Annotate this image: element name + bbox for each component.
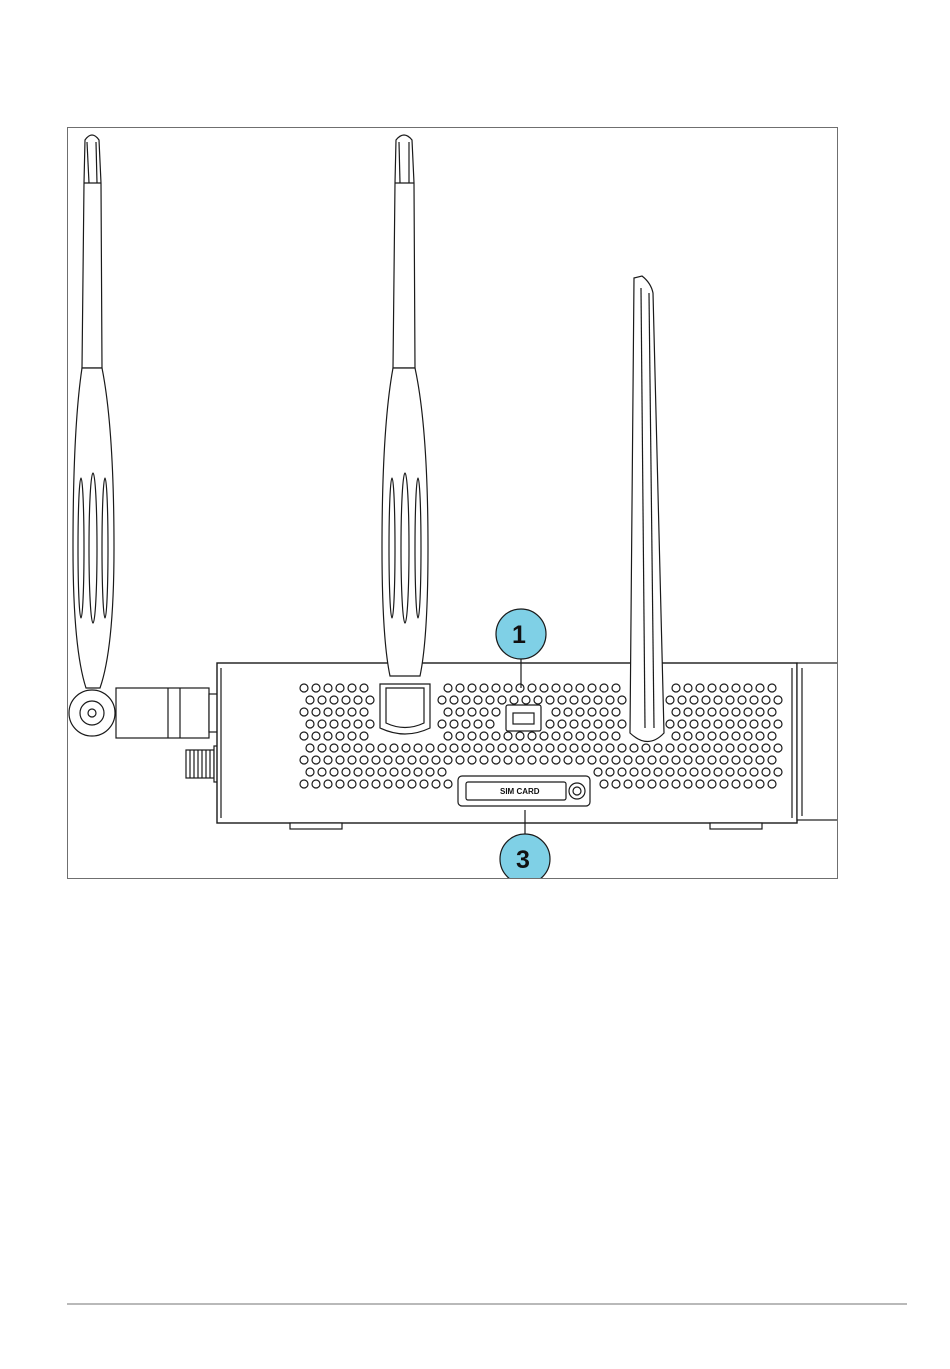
callout-1-label: 1 [512,621,526,649]
usb-port [506,705,541,731]
rf-connector [186,746,221,782]
footer-divider [67,1303,907,1305]
device-chassis: SIM CARD [217,663,838,829]
right-antenna [630,276,664,742]
router-rear-view-drawing: SIM CARD [68,128,838,879]
sim-card-label: SIM CARD [500,787,540,796]
device-illustration-frame: SIM CARD [67,127,838,879]
center-antenna [380,135,430,734]
left-antenna [69,135,219,738]
callout-3-label: 3 [516,846,530,874]
